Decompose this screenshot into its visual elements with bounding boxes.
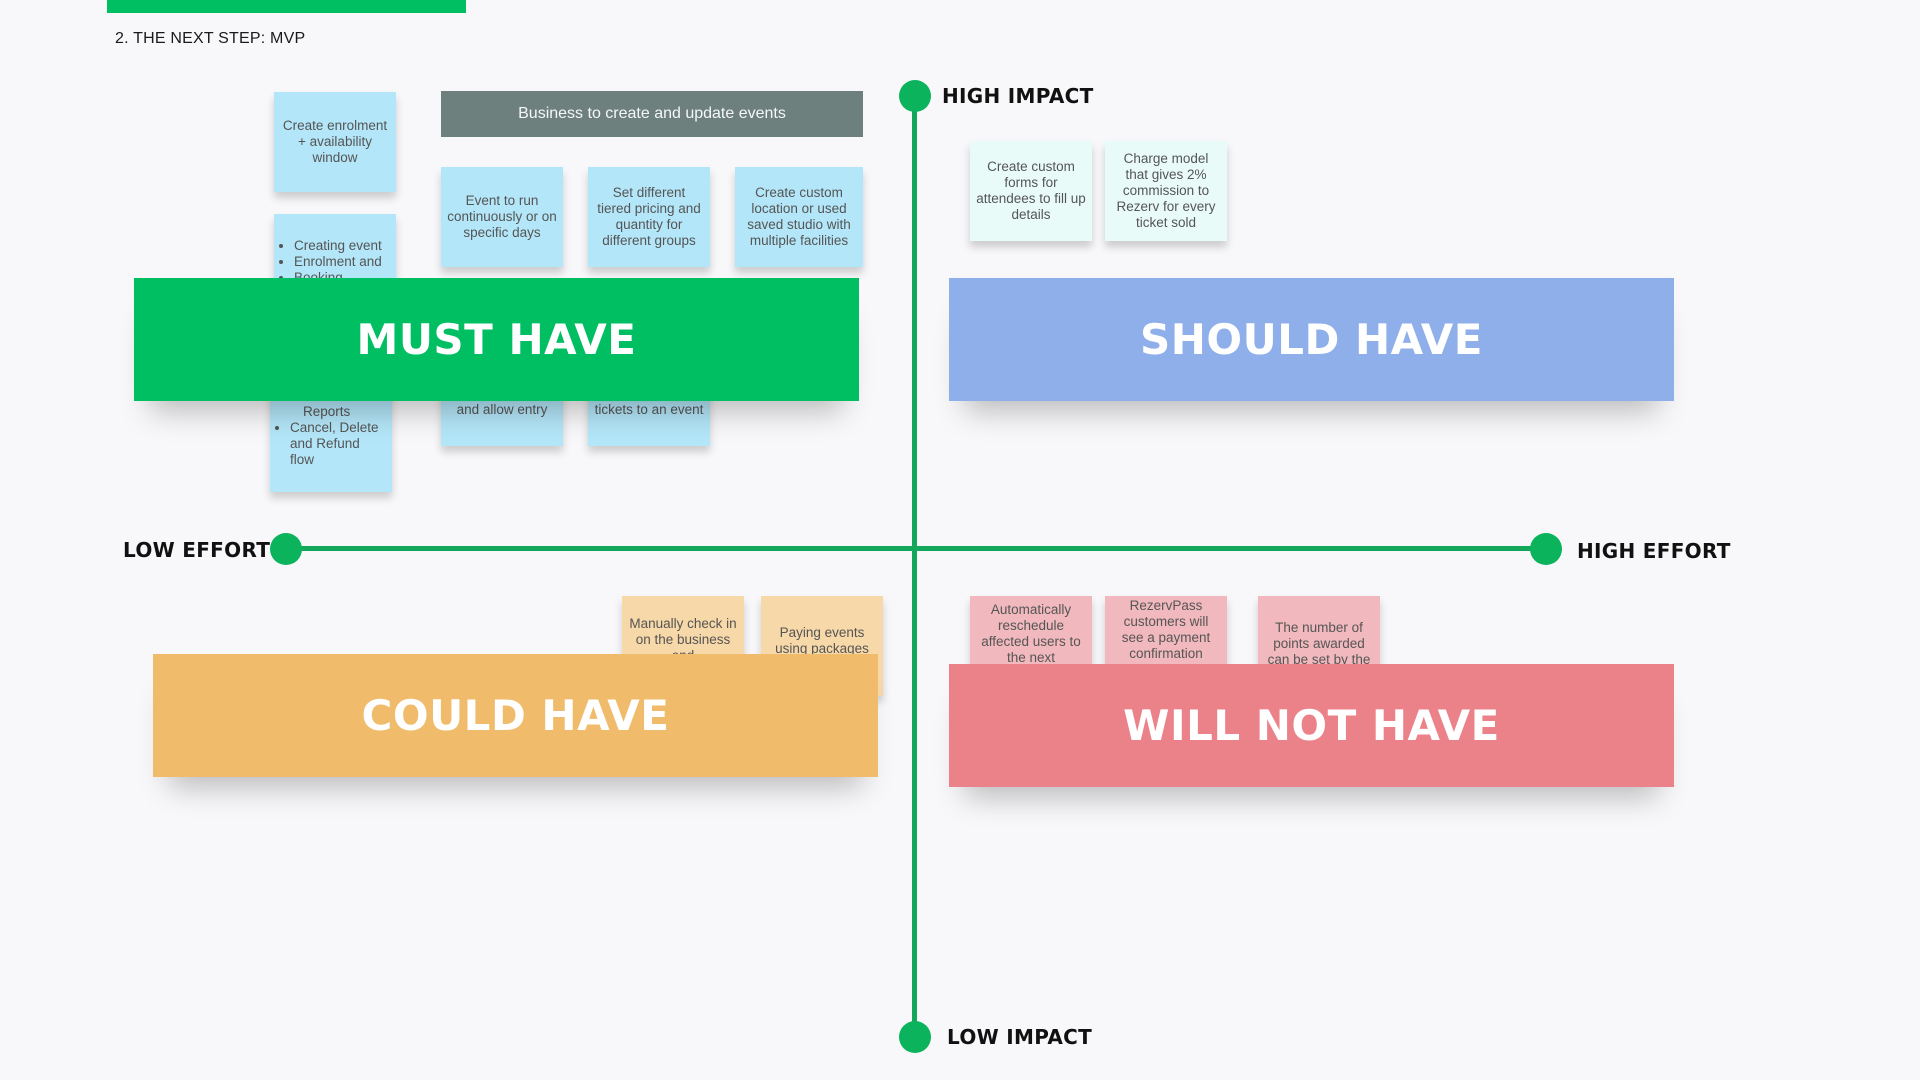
low-effort-dot: [270, 533, 302, 565]
sticky-note-text: and allow entry: [456, 402, 548, 417]
will-not-have-banner: WILL NOT HAVE: [949, 664, 1674, 787]
sticky-bullet-list: Creating event Enrolment and Booking: [280, 238, 390, 286]
sticky-note-text: Set different tiered pricing and quantit…: [597, 185, 701, 248]
low-impact-dot: [899, 1021, 931, 1053]
low-impact-label: LOW IMPACT: [947, 1025, 1093, 1049]
impact-axis: [912, 96, 917, 1038]
page-title: 2. THE NEXT STEP: MVP: [115, 30, 306, 47]
sticky-note-text: Charge model that gives 2% commission to…: [1116, 151, 1216, 230]
sticky-note[interactable]: Create custom forms for attendees to fil…: [970, 141, 1092, 241]
high-effort-label: HIGH EFFORT: [1577, 539, 1731, 563]
must-have-header-note[interactable]: Business to create and update events: [441, 91, 863, 137]
sticky-note-text: The number of points awarded can be set …: [1267, 620, 1371, 667]
sticky-note[interactable]: Set different tiered pricing and quantit…: [588, 167, 710, 267]
sticky-note[interactable]: Create custom location or used saved stu…: [735, 167, 863, 267]
sticky-note[interactable]: Charge model that gives 2% commission to…: [1105, 141, 1227, 241]
sticky-note-text: Create enrolment + availability window: [282, 118, 388, 165]
sticky-note-text: RezervPass customers will see a payment …: [1121, 598, 1211, 661]
sticky-note-text: Automatically reschedule affected users …: [981, 602, 1081, 665]
sticky-bullet: Enrolment and: [294, 254, 390, 270]
sticky-bullet-list: Cancel, Delete and Refund flow: [276, 420, 386, 468]
sticky-bullet: Creating event: [294, 238, 390, 254]
sticky-bullet: Cancel, Delete and Refund flow: [290, 420, 386, 468]
should-have-banner: SHOULD HAVE: [949, 278, 1674, 401]
sticky-note-text: Create custom forms for attendees to fil…: [976, 159, 1086, 222]
top-accent-bar: [107, 0, 466, 13]
sticky-note-text: Paying events using packages: [775, 625, 869, 656]
sticky-note[interactable]: Event to run continuously or on specific…: [441, 167, 563, 267]
low-effort-label: LOW EFFORT: [123, 538, 271, 562]
high-impact-label: HIGH IMPACT: [942, 84, 1094, 108]
sticky-note-text: tickets to an event: [594, 402, 704, 417]
sticky-note-text: Event to run continuously or on specific…: [447, 193, 557, 240]
high-impact-dot: [899, 80, 931, 112]
must-have-banner: MUST HAVE: [134, 278, 859, 401]
sticky-note-text: Reports: [303, 404, 351, 419]
could-have-banner: COULD HAVE: [153, 654, 878, 777]
effort-axis: [286, 546, 1546, 551]
high-effort-dot: [1530, 533, 1562, 565]
sticky-note-text: Create custom location or used saved stu…: [747, 185, 851, 248]
sticky-note[interactable]: Create enrolment + availability window: [274, 92, 396, 192]
